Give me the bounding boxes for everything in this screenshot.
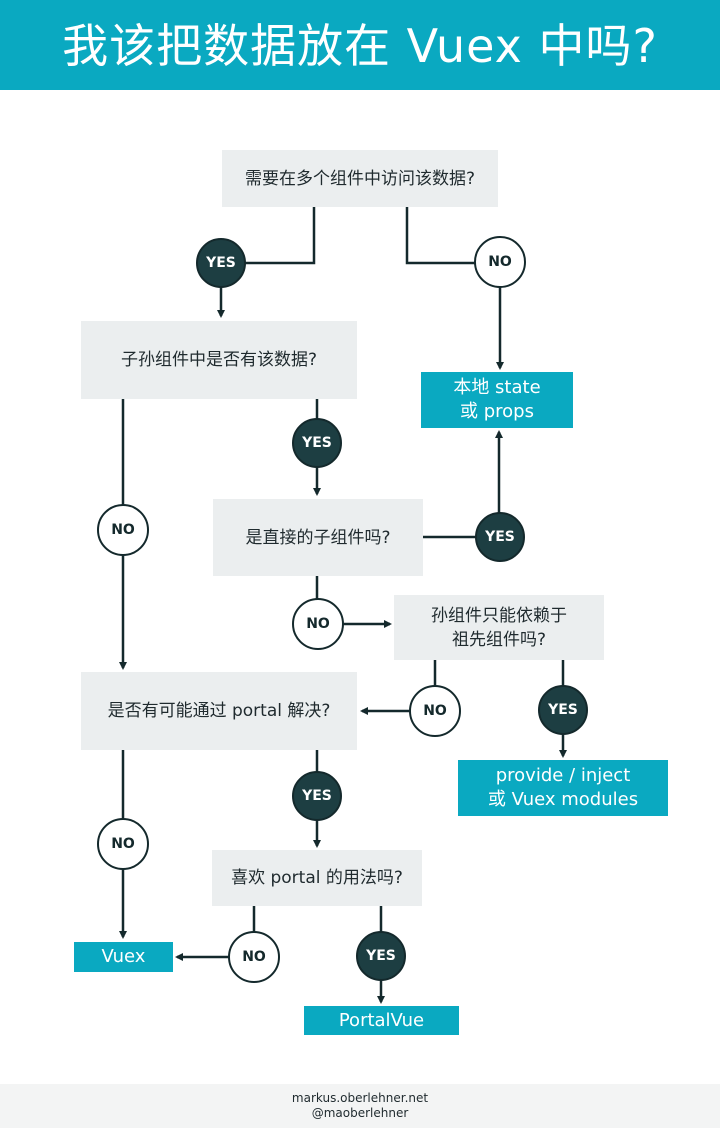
question-label: 需要在多个组件中访问该数据?	[244, 168, 476, 189]
footer-handle: @maoberlehner	[311, 1106, 409, 1120]
yes-badge: YES	[538, 685, 588, 735]
question-label: 喜欢 portal 的用法吗?	[231, 868, 403, 888]
no-badge: NO	[97, 818, 149, 870]
no-badge: NO	[228, 931, 280, 983]
answer-label: Vuex	[101, 946, 146, 967]
answer-label: PortalVue	[338, 1009, 425, 1031]
no-badge: NO	[292, 598, 344, 650]
no-badge: NO	[97, 504, 149, 556]
page-title: 我该把数据放在 Vuex 中吗?	[62, 19, 658, 73]
question-label: 子孙组件中是否有该数据?	[120, 350, 318, 370]
answer-box-local-state: 本地 state 或 props	[421, 372, 573, 428]
answer-box-provide-inject: provide / inject 或 Vuex modules	[458, 760, 668, 816]
footer-site: markus.oberlehner.net	[291, 1091, 429, 1105]
answer-box-portalvue: PortalVue	[304, 1006, 459, 1035]
yes-badge: YES	[292, 771, 342, 821]
question-box-like-portal: 喜欢 portal 的用法吗?	[212, 850, 422, 906]
question-box-direct-child: 是直接的子组件吗?	[213, 499, 423, 576]
question-box-descendants: 子孙组件中是否有该数据?	[81, 321, 357, 399]
question-box-portal-possible: 是否有可能通过 portal 解决?	[81, 672, 357, 750]
question-box-multiple-components: 需要在多个组件中访问该数据?	[222, 150, 498, 207]
yes-badge: YES	[356, 931, 406, 981]
no-badge: NO	[474, 236, 526, 288]
yes-badge: YES	[196, 238, 246, 288]
answer-label: 本地 state 或 props	[453, 377, 541, 422]
question-box-grandchild-dependency: 孙组件只能依赖于 祖先组件吗?	[394, 595, 604, 660]
footer: markus.oberlehner.net @maoberlehner	[0, 1084, 720, 1128]
yes-badge: YES	[475, 512, 525, 562]
question-label: 是否有可能通过 portal 解决?	[107, 701, 331, 721]
yes-badge: YES	[292, 418, 342, 468]
answer-label: provide / inject 或 Vuex modules	[487, 765, 639, 810]
question-label: 是直接的子组件吗?	[245, 527, 391, 548]
no-badge: NO	[409, 685, 461, 737]
question-label: 孙组件只能依赖于 祖先组件吗?	[431, 605, 567, 650]
title-banner: 我该把数据放在 Vuex 中吗?	[0, 0, 720, 90]
answer-box-vuex: Vuex	[74, 942, 173, 972]
